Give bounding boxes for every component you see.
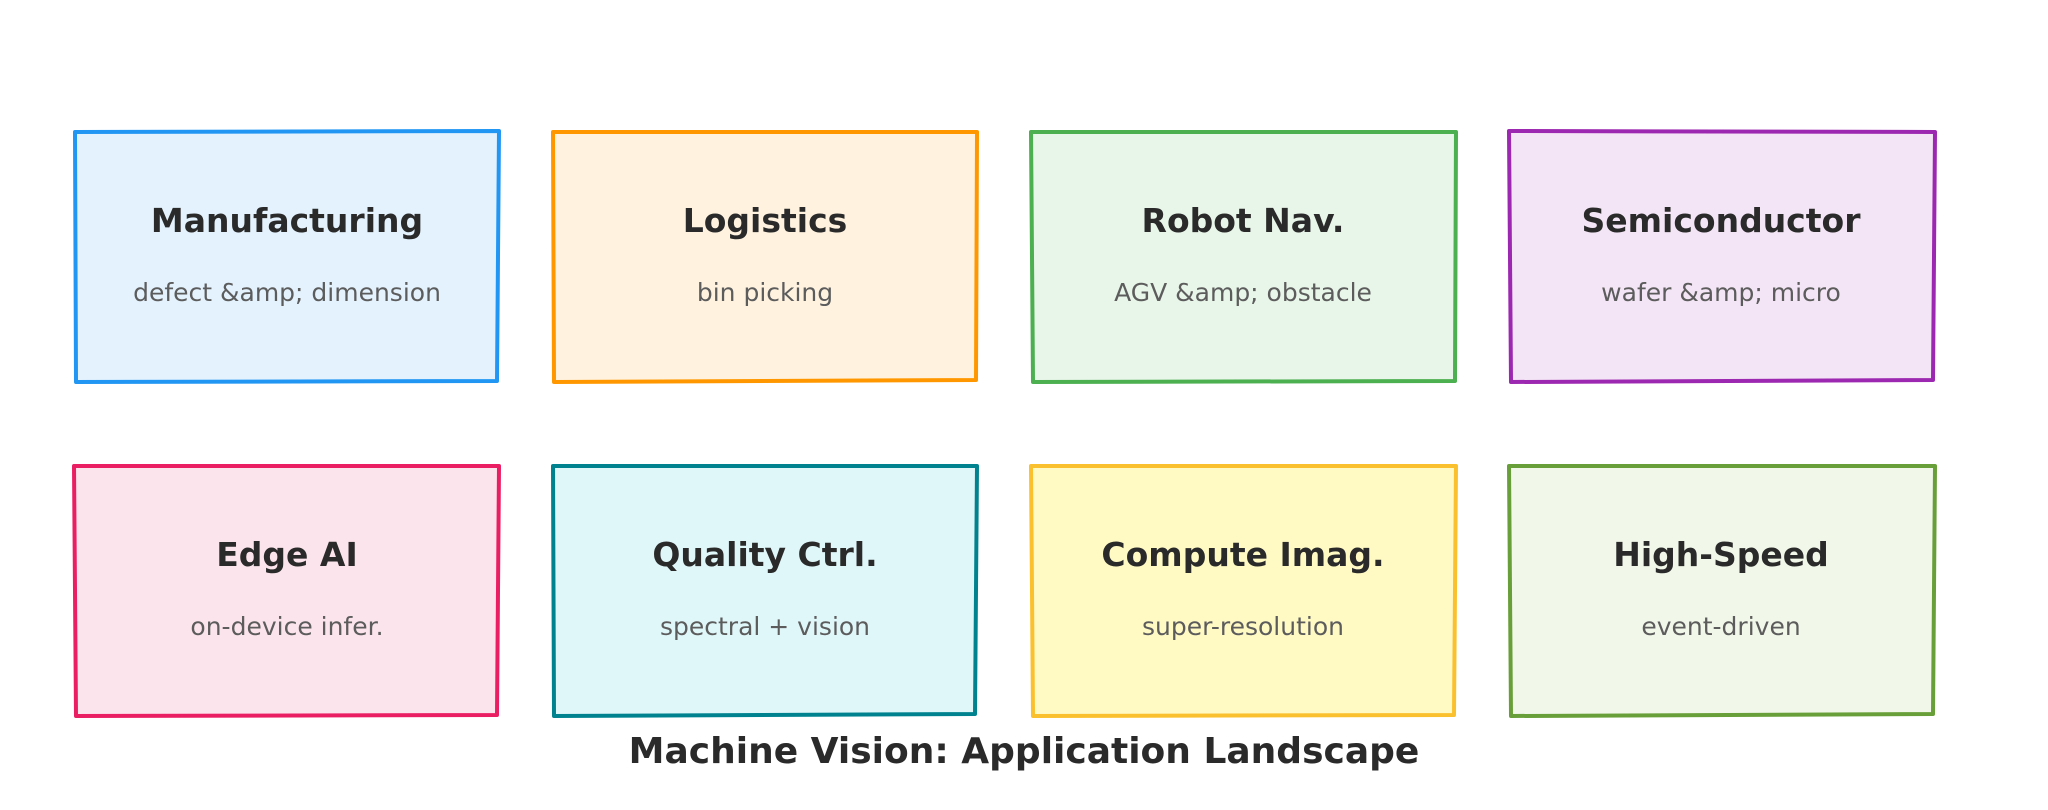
box-robot-nav: Robot Nav. AGV &amp; obstacle [1029,130,1458,384]
box-quality-ctrl: Quality Ctrl. spectral + vision [551,464,979,718]
box-subtitle: super-resolution [1142,612,1344,641]
box-subtitle: wafer &amp; micro [1601,278,1841,307]
box-frame [1029,130,1458,384]
box-logistics: Logistics bin picking [551,130,979,384]
box-frame [551,130,979,384]
box-subtitle: on-device infer. [190,612,383,641]
box-subtitle: AGV &amp; obstacle [1114,278,1372,307]
box-title: High-Speed [1613,535,1829,574]
box-high-speed: High-Speed event-driven [1507,464,1937,718]
box-title: Edge AI [216,535,357,574]
box-frame [73,129,501,384]
box-subtitle: bin picking [697,278,833,307]
box-compute-imag: Compute Imag. super-resolution [1029,464,1458,718]
box-frame [72,464,501,718]
box-subtitle: defect &amp; dimension [133,278,441,307]
box-semiconductor: Semiconductor wafer &amp; micro [1507,129,1937,384]
box-title: Compute Imag. [1101,535,1384,574]
box-title: Semiconductor [1582,201,1862,240]
box-title: Logistics [683,201,848,240]
box-subtitle: event-driven [1641,612,1800,641]
box-subtitle: spectral + vision [660,612,870,641]
box-frame [1507,129,1937,384]
box-manufacturing: Manufacturing defect &amp; dimension [73,129,501,384]
box-title: Robot Nav. [1142,201,1345,240]
box-edge-ai: Edge AI on-device infer. [72,464,501,718]
box-frame [1507,464,1937,718]
box-frame [551,464,979,718]
box-title: Quality Ctrl. [652,535,877,574]
box-frame [1029,464,1458,718]
box-title: Manufacturing [151,201,423,240]
diagram-caption: Machine Vision: Application Landscape [629,731,1420,772]
